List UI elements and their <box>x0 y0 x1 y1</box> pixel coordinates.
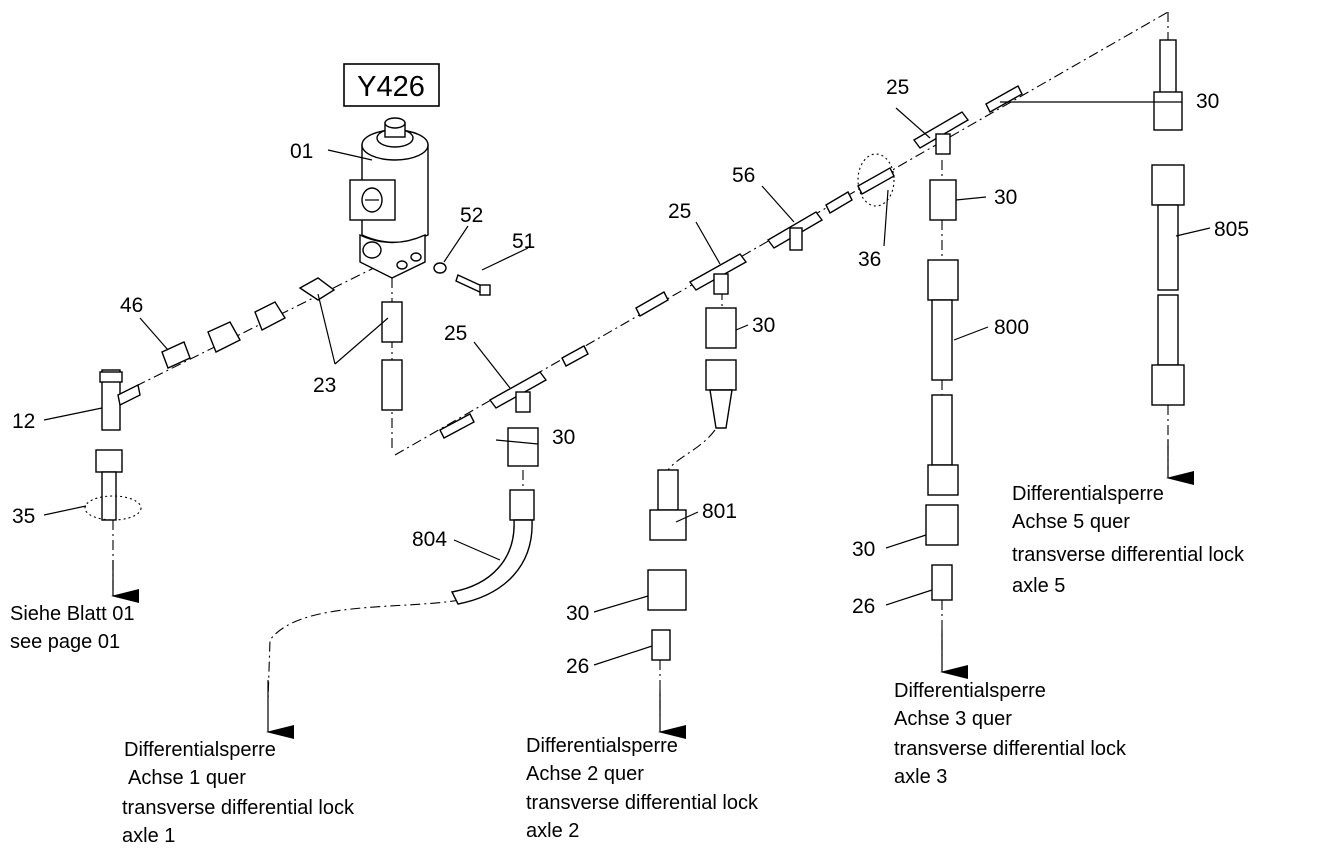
svg-text:Siehe Blatt 01: Siehe Blatt 01 <box>10 603 135 625</box>
center-lines <box>112 11 1169 720</box>
part-label: 26 <box>852 595 875 618</box>
fittings-left <box>84 277 403 521</box>
svg-text:Differentialsperre: Differentialsperre <box>894 680 1046 702</box>
part-label: 25 <box>886 76 909 99</box>
svg-text:Achse 1 quer: Achse 1 quer <box>128 767 246 789</box>
part-label: 51 <box>512 230 535 253</box>
part-label: 804 <box>412 528 447 551</box>
caption-axle-2: Differentialsperre Achse 2 quer transver… <box>526 735 759 842</box>
part-label: 36 <box>858 248 881 271</box>
component-tag-text: Y426 <box>357 71 425 103</box>
svg-text:Achse 3 quer: Achse 3 quer <box>894 708 1012 730</box>
solenoid-valve-y426 <box>349 117 429 279</box>
part-label: 800 <box>994 316 1029 339</box>
part-label: 01 <box>290 140 313 163</box>
part-label: 805 <box>1214 218 1249 241</box>
svg-text:transverse differential lock: transverse differential lock <box>1012 544 1245 566</box>
hoses <box>450 39 1185 661</box>
svg-text:Differentialsperre: Differentialsperre <box>124 739 276 761</box>
svg-text:transverse differential lock: transverse differential lock <box>122 797 355 819</box>
part-label: 46 <box>120 294 143 317</box>
part-label: 25 <box>668 200 691 223</box>
part-number-labels: 01 52 51 46 23 12 35 25 25 25 56 36 30 3… <box>12 76 1249 678</box>
part-label: 25 <box>444 322 467 345</box>
component-tag: Y426 <box>343 63 440 107</box>
svg-text:transverse differential lock: transverse differential lock <box>894 738 1127 760</box>
svg-text:axle 5: axle 5 <box>1012 575 1065 597</box>
part-label: 30 <box>752 314 775 337</box>
part-label: 52 <box>460 204 483 227</box>
tee-fittings <box>439 85 1023 439</box>
svg-text:Differentialsperre: Differentialsperre <box>526 735 678 757</box>
part-label: 30 <box>994 186 1017 209</box>
svg-text:transverse differential lock: transverse differential lock <box>526 792 759 814</box>
part-label: 801 <box>702 500 737 523</box>
part-label: 30 <box>1196 90 1219 113</box>
part-label: 30 <box>852 538 875 561</box>
bolt-and-washer <box>433 262 491 296</box>
svg-text:see page 01: see page 01 <box>10 631 120 653</box>
svg-text:axle 3: axle 3 <box>894 766 947 788</box>
part-label: 56 <box>732 164 755 187</box>
part-label: 30 <box>552 426 575 449</box>
svg-text:Differentialsperre: Differentialsperre <box>1012 483 1164 505</box>
caption-page-ref: Siehe Blatt 01 see page 01 <box>10 603 135 653</box>
part-label: 35 <box>12 505 35 528</box>
part-label: 26 <box>566 655 589 678</box>
svg-text:axle 1: axle 1 <box>122 825 175 847</box>
part-label: 23 <box>313 374 336 397</box>
svg-text:Achse 5 quer: Achse 5 quer <box>1012 511 1130 533</box>
svg-text:axle 2: axle 2 <box>526 820 579 842</box>
caption-axle-1: Differentialsperre Achse 1 quer transver… <box>122 739 355 847</box>
flow-arrows <box>111 440 1194 739</box>
part-label: 12 <box>12 410 35 433</box>
caption-axle-3: Differentialsperre Achse 3 quer transver… <box>894 680 1127 788</box>
svg-text:Achse 2 quer: Achse 2 quer <box>526 763 644 785</box>
leader-lines <box>43 101 1211 666</box>
part-label: 30 <box>566 602 589 625</box>
caption-axle-5: Differentialsperre Achse 5 quer transver… <box>1012 483 1245 597</box>
